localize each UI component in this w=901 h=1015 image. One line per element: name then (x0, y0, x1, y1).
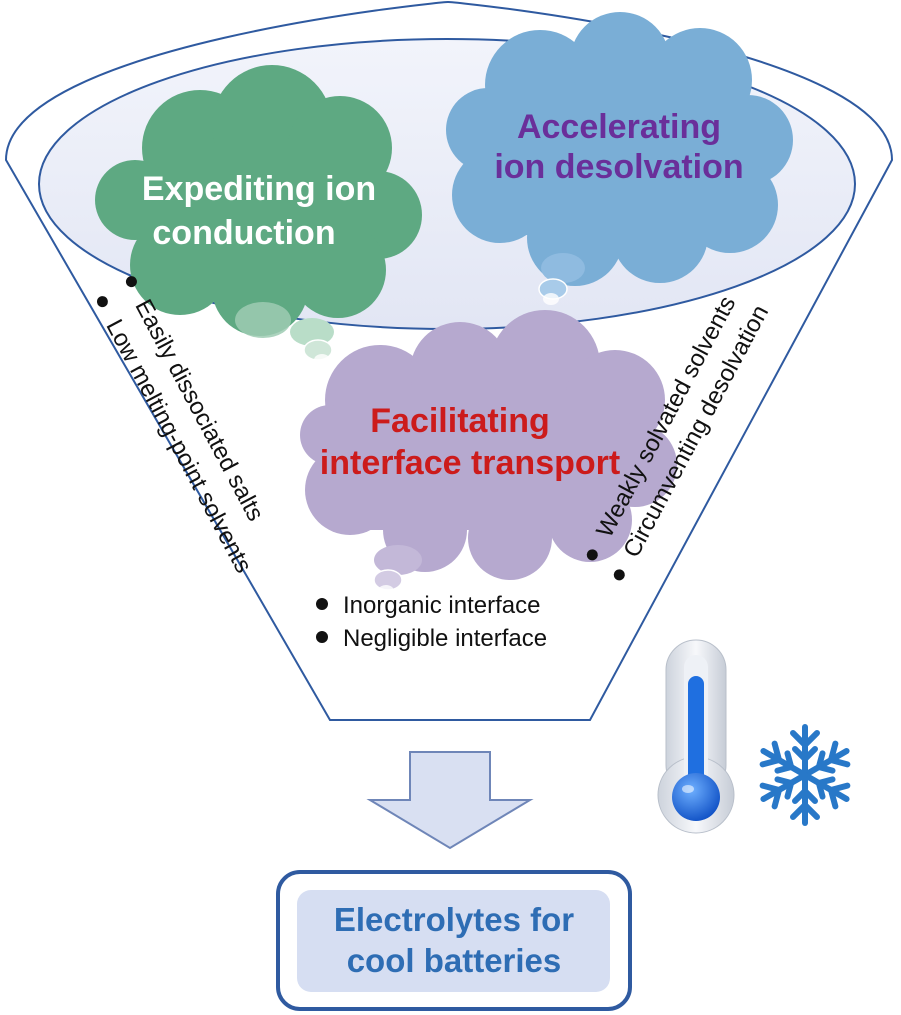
cloud-ion-desolvation-line2: ion desolvation (494, 148, 743, 186)
cloud-ion-desolvation-line1: Accelerating (517, 108, 721, 146)
snowflake-icon (757, 724, 852, 823)
bullet-dot (125, 276, 137, 288)
cloud-ion-conduction-line2: conduction (152, 214, 335, 252)
cloud-interface-transport: Facilitating interface transport (300, 310, 677, 597)
result-line-2: cool batteries (347, 942, 562, 979)
bullet-dot (96, 296, 108, 308)
bullet-dot (613, 569, 625, 581)
cloud-tail-purple (373, 545, 422, 597)
bullet-dot (316, 631, 328, 643)
cloud-interface-transport-line2: interface transport (320, 444, 620, 482)
bottom-strategy-item-2: Negligible interface (343, 625, 547, 652)
result-line-1: Electrolytes for (334, 901, 574, 938)
cloud-tail-green (235, 302, 334, 366)
cloud-ion-desolvation: Accelerating ion desolvation (446, 12, 793, 305)
bullet-dot (586, 549, 598, 561)
cloud-ion-conduction-line1: Expediting ion (142, 170, 376, 208)
bottom-strategy-item-1: Inorganic interface (343, 592, 540, 619)
down-arrow (366, 751, 534, 850)
result-box: Electrolytes for cool batteries (276, 870, 632, 1011)
cloud-interface-transport-line1: Facilitating (370, 402, 549, 440)
cloud-ion-conduction: Expediting ion conduction (95, 65, 422, 366)
bullet-dot (316, 598, 328, 610)
bottom-strategy-list: Inorganic interface Negligible interface (316, 592, 547, 652)
cloud-tail-blue (538, 253, 585, 305)
thermometer-icon (657, 639, 735, 834)
